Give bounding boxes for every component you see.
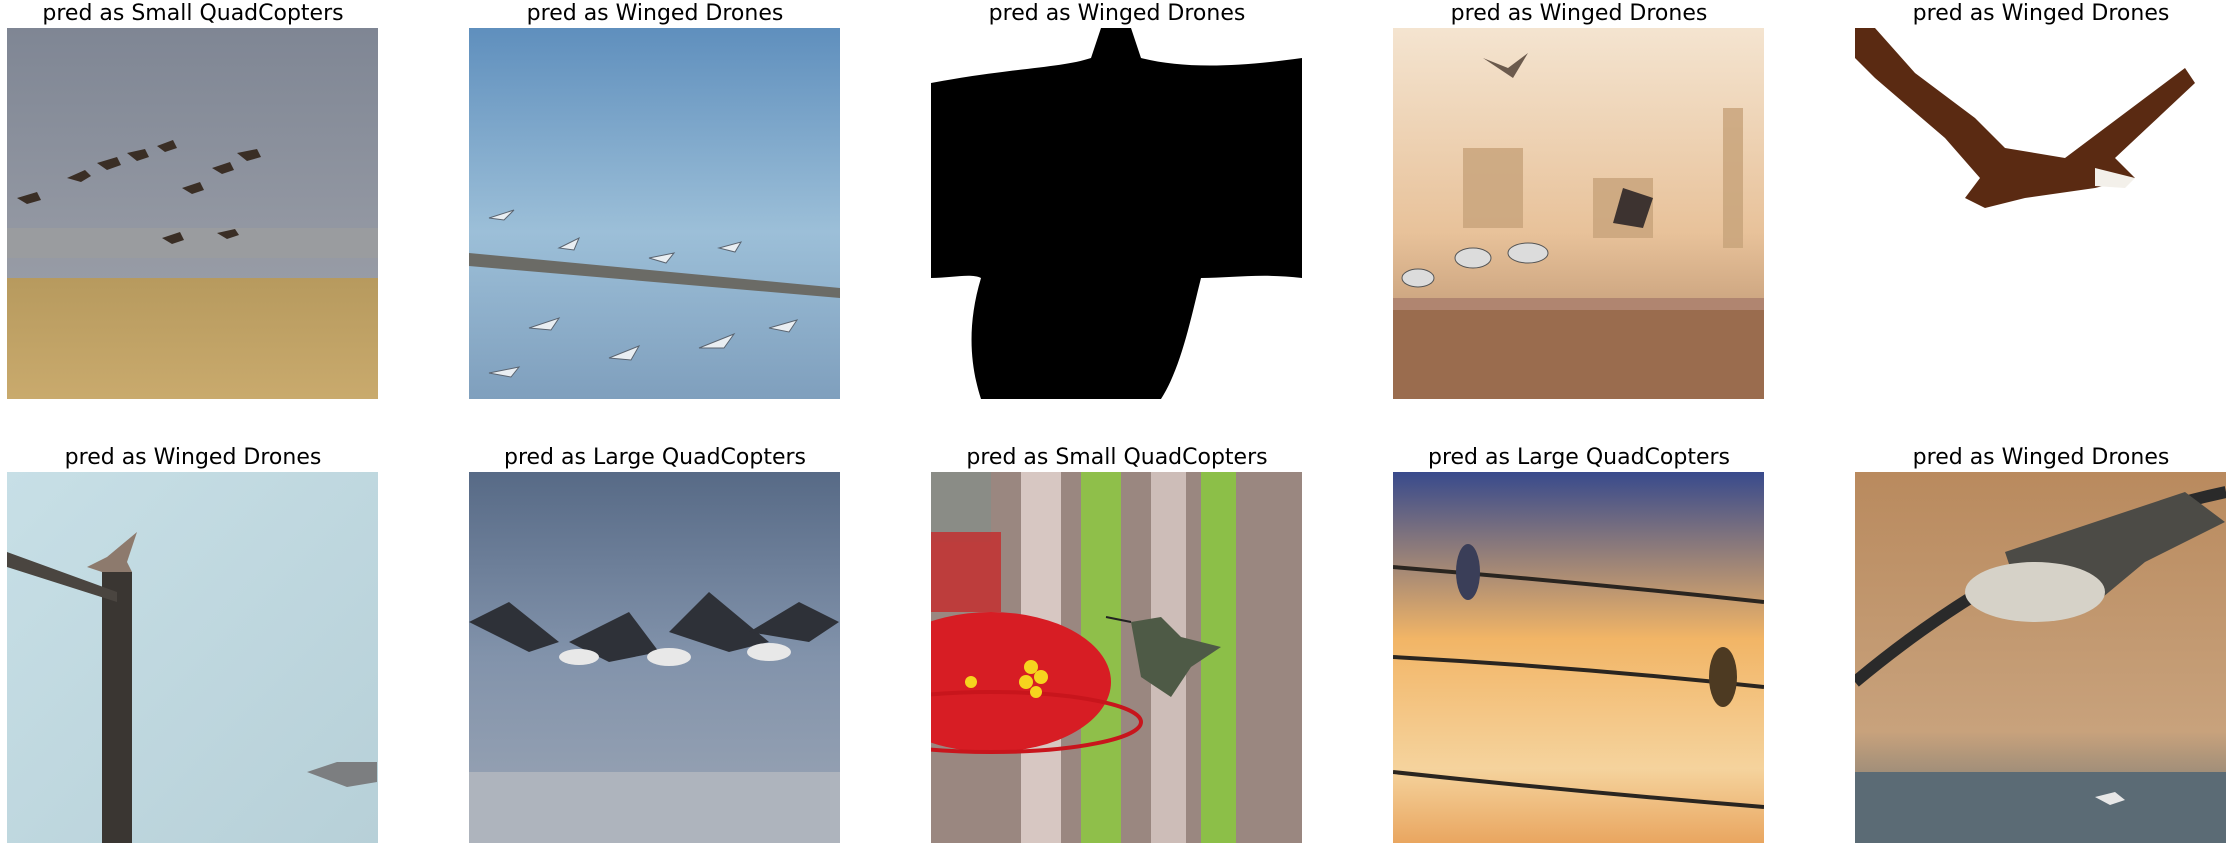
panel-title: pred as Large QuadCopters <box>1427 445 1730 470</box>
panel-image <box>1855 28 2226 399</box>
eagle-image <box>1855 28 2226 399</box>
birds-on-wires-image <box>1393 472 1764 843</box>
panel-image <box>469 28 840 399</box>
panel-image <box>1393 472 1764 843</box>
gulls-westminster-image <box>1393 28 1764 399</box>
hummingbird-feeder-image <box>931 472 1302 843</box>
panel-image <box>1393 28 1764 399</box>
panel-image <box>931 28 1302 399</box>
gull-over-sea-image <box>1855 472 2226 843</box>
panel-title: pred as Small QuadCopters <box>966 445 1268 470</box>
panel-title: pred as Winged Drones <box>1912 445 2170 470</box>
panel-title: pred as Winged Drones <box>1450 1 1708 26</box>
panel-title: pred as Winged Drones <box>64 445 322 470</box>
birds-over-water-image <box>469 28 840 399</box>
panel-image <box>931 472 1302 843</box>
bird-silhouette-image <box>931 28 1302 399</box>
panel-image <box>7 472 378 843</box>
panel-image <box>7 28 378 399</box>
bird-on-post-image <box>7 472 378 843</box>
panel-title: pred as Large QuadCopters <box>503 445 806 470</box>
panel-title: pred as Small QuadCopters <box>42 1 344 26</box>
panel-title: pred as Winged Drones <box>1912 1 2170 26</box>
panel-title: pred as Winged Drones <box>988 1 1246 26</box>
geese-blur-image <box>469 472 840 843</box>
panel-image <box>1855 472 2226 843</box>
panel-title: pred as Winged Drones <box>526 1 784 26</box>
geese-over-field-image <box>7 28 378 399</box>
panel-image <box>469 472 840 843</box>
